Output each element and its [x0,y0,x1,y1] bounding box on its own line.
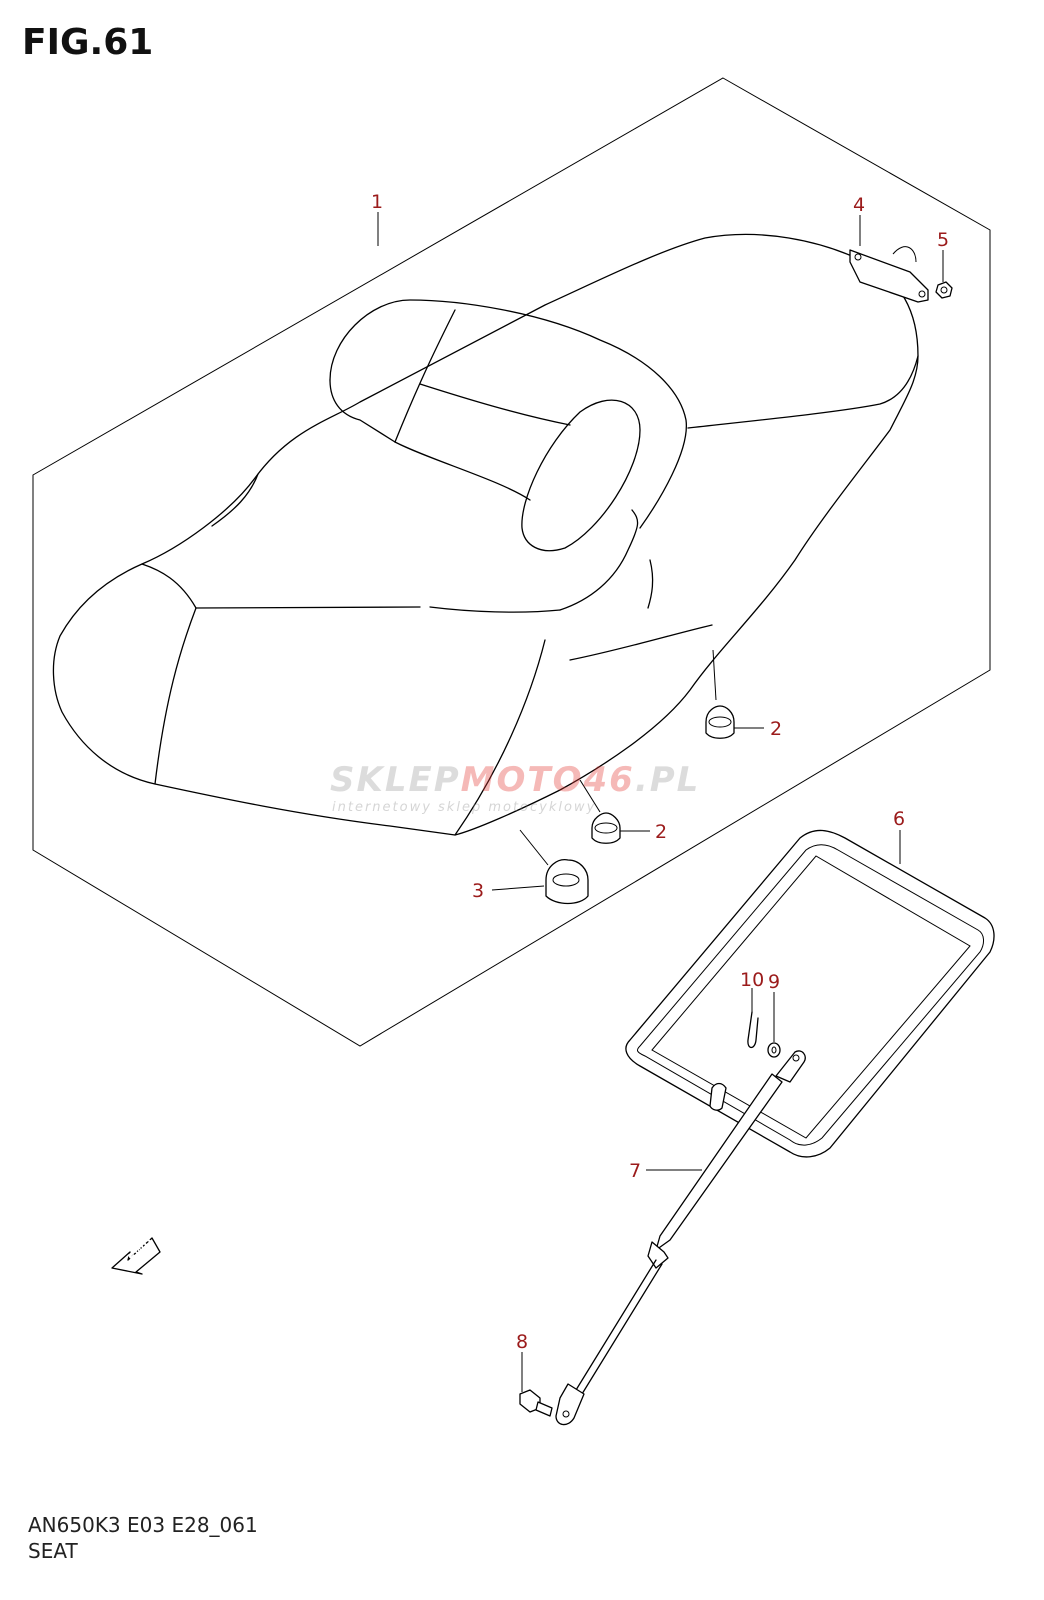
callout-8: 8 [516,1331,528,1353]
callout-7: 7 [629,1160,641,1182]
assembly-boundary [32,77,991,1047]
callout-9: 9 [768,971,780,993]
model-code: AN650K3 E03 E28_061 [28,1513,258,1537]
section-name: SEAT [28,1539,78,1563]
callout-3: 3 [472,880,484,902]
callout-10: 10 [740,969,764,991]
bumper-upper [705,649,735,739]
gas-damper [555,1050,806,1426]
clip-pin [747,1011,759,1049]
callout-5: 5 [937,229,949,251]
callout-1: 1 [371,191,383,213]
callout-2-upper: 2 [770,718,782,740]
callout-6: 6 [893,808,905,830]
watermark-tagline: internetowy sklep motocyklowy [332,800,597,815]
forward-arrow-icon: FWD [111,1236,161,1275]
bumper-lower [579,779,621,844]
bolt-part [519,1389,553,1417]
washer-part [767,1042,781,1058]
seat-bracket [849,246,929,303]
watermark-brand: SKLEPMOTO46.PL [330,760,701,800]
watermark-logo: SKLEPMOTO46.PL internetowy sklep motocyk… [330,760,700,815]
nut-part [935,281,953,299]
leader-lines [377,212,944,1392]
rubber-cushion [519,829,589,905]
seat-part [52,233,919,836]
callout-4: 4 [853,194,865,216]
diagram-footer: AN650K3 E03 E28_061 SEAT [28,1512,258,1564]
seal-frame [625,829,995,1158]
figure-title: FIG.61 [22,22,154,63]
callout-2-lower: 2 [655,821,667,843]
